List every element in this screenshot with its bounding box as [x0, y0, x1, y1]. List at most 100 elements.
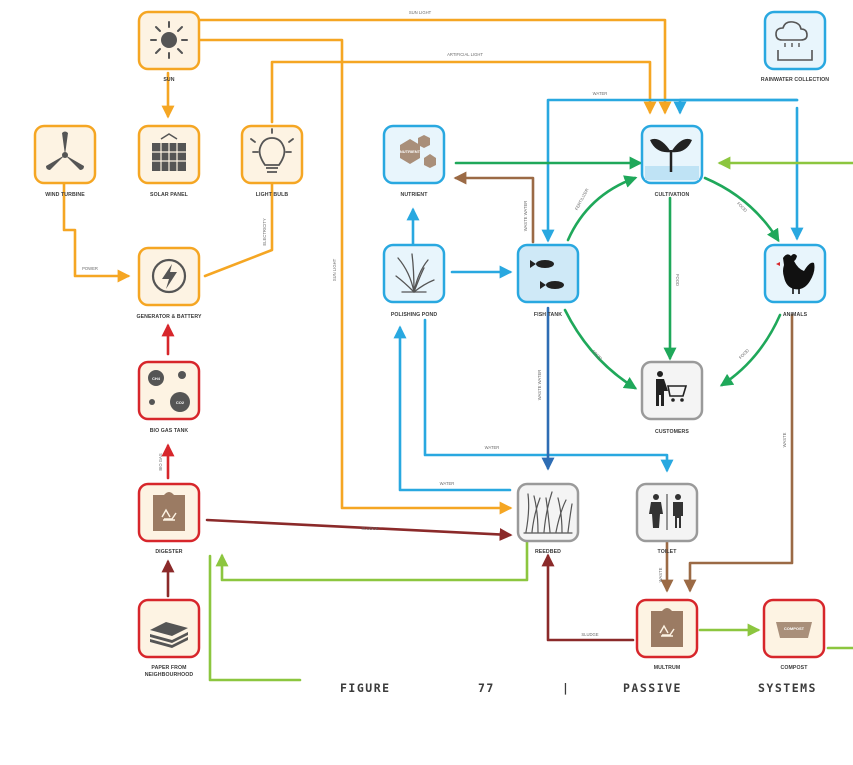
sun-icon [150, 21, 188, 59]
edge-multrum-reedbed [541, 553, 635, 642]
node-animals: ANIMALS [763, 243, 827, 318]
label-reedbed: REEDBED [535, 549, 561, 555]
label-digester: DIGESTER [155, 549, 182, 555]
passive-systems-diagram: SUN LIGHT ARTIFICIAL LIGHT WATER POWER E… [33, 10, 853, 682]
node-generator: GENERATOR & BATTERY [136, 246, 202, 320]
label-cultivation: CULTIVATION [655, 192, 690, 198]
label-multrum: MULTRUM [654, 665, 681, 671]
compost-badge-label: COMPOST [784, 626, 805, 631]
label-bio-gas: BIO GAS [158, 453, 163, 470]
reed-plant-icon [395, 253, 435, 293]
label-sludge-multrum: SLUDGE [581, 632, 598, 637]
wind-turbine-icon [46, 131, 84, 170]
gas-molecules-icon: CH4 CO2 [148, 370, 190, 412]
edge-fertilizer [566, 175, 638, 242]
solar-panel-icon [152, 133, 186, 171]
node-customers: CUSTOMERS [640, 360, 704, 435]
recycle-bin-icon [153, 492, 185, 531]
node-cultivation: CULTIVATION [640, 124, 704, 198]
label-water-reedbed: WATER [440, 481, 455, 486]
label-bio-gas-tank: BIO GAS TANK [150, 428, 189, 434]
edge-animals-multrum [683, 313, 794, 593]
label-artificial-light: ARTIFICIAL LIGHT [447, 52, 483, 57]
edge-cultivation-animals [703, 176, 780, 243]
node-paper: PAPER FROM NEIGHBOURHOOD [137, 598, 201, 678]
label-paper: PAPER FROM [151, 665, 186, 671]
label-food-fish: FOOD [591, 349, 603, 361]
edge-artificial-light [270, 60, 657, 124]
label-electricity: ELECTRICITY [262, 218, 267, 245]
edge-digester-compost [208, 554, 302, 682]
caption-number: 77 [478, 681, 495, 695]
caption-separator: | [562, 681, 571, 695]
edge-fish-customers [563, 308, 638, 390]
plant-sprout-icon [645, 138, 699, 180]
node-compost: COMPOST COMPOST [762, 598, 826, 671]
recycle-bin-icon [651, 608, 683, 647]
label-compost: COMPOST [781, 665, 809, 671]
figure-caption: FIGURE 77 | PASSIVE SYSTEMS [340, 681, 845, 699]
edge-sun-light [198, 18, 672, 115]
node-polishing-pond: POLISHING POND [382, 243, 446, 318]
node-light-bulb: LIGHT BULB [240, 124, 304, 198]
edge-rainwater-cultivation [673, 98, 799, 115]
edge-pond-toilet [423, 318, 674, 473]
compost-box-icon: COMPOST [776, 622, 812, 638]
label-waste: WASTE [782, 432, 787, 447]
label-sun-light-vertical: SUN LIGHT [332, 258, 337, 281]
label-food-down: FOOD [675, 274, 680, 286]
ch4-label: CH4 [152, 376, 161, 381]
edge-digester-reedbed [205, 518, 513, 541]
edge-sun-light-reedbed [198, 38, 513, 515]
label-nutrient: NUTRIENT [400, 192, 428, 198]
edge-electricity [203, 169, 279, 278]
lightning-icon [151, 258, 187, 294]
nutrient-icon: NUTRIENT [400, 135, 436, 168]
node-reedbed: REEDBED [516, 482, 580, 555]
rooster-icon [776, 254, 815, 294]
label-polishing-pond: POLISHING POND [391, 312, 438, 318]
label-toilet: TOILET [658, 549, 678, 555]
edge-wind-power [62, 173, 131, 283]
restroom-icon [649, 494, 683, 530]
nutrient-badge-label: NUTRIENT [400, 149, 421, 154]
edge-fish-nutrient [453, 171, 535, 244]
node-rainwater: RAINWATER COLLECTION [761, 10, 829, 83]
label-waste-toilet: WASTE [658, 567, 663, 582]
edge-reedbed-pond [393, 325, 512, 492]
label-solar-panel: SOLAR PANEL [150, 192, 189, 198]
edge-animals-customers [719, 313, 782, 387]
label-power: POWER [82, 266, 98, 271]
node-multrum: MULTRUM [635, 598, 699, 671]
paper-stack-icon [150, 622, 188, 648]
label-waste-water-up: WASTE WATER [523, 201, 528, 232]
reedbed-grass-icon [523, 491, 573, 534]
node-wind-turbine: WIND TURBINE [33, 124, 97, 198]
rain-cloud-icon [775, 21, 813, 61]
co2-label: CO2 [176, 400, 185, 405]
shopping-cart-icon [656, 371, 688, 406]
label-customers: CUSTOMERS [655, 429, 689, 435]
edge-reedbed-digester [215, 538, 529, 582]
label-fish-tank: FISH TANK [534, 312, 562, 318]
node-nutrient: NUTRIENT NUTRIENT [382, 124, 446, 198]
label-sludge: SLUDGE [361, 526, 378, 531]
caption-word1: PASSIVE [623, 681, 682, 695]
label-generator: GENERATOR & BATTERY [136, 314, 202, 320]
caption-figure: FIGURE [340, 681, 391, 695]
node-digester: DIGESTER [137, 482, 201, 555]
node-sun: SUN [137, 10, 201, 83]
label-paper-line2: NEIGHBOURHOOD [145, 672, 194, 678]
label-sun-light: SUN LIGHT [409, 10, 432, 15]
caption-word2: SYSTEMS [758, 681, 817, 695]
fish-icon [530, 260, 564, 289]
label-water-top: WATER [593, 91, 608, 96]
label-animals: ANIMALS [783, 312, 808, 318]
label-rainwater: RAINWATER COLLECTION [761, 77, 829, 83]
label-water-toilet: WATER [485, 445, 500, 450]
label-sun: SUN [163, 77, 174, 83]
label-fertilizer: FERTILIZER [574, 188, 590, 211]
node-bio-gas-tank: CH4 CO2 BIO GAS TANK [137, 360, 201, 434]
label-food-animals: FOOD [738, 348, 750, 360]
node-toilet: TOILET [635, 482, 699, 555]
